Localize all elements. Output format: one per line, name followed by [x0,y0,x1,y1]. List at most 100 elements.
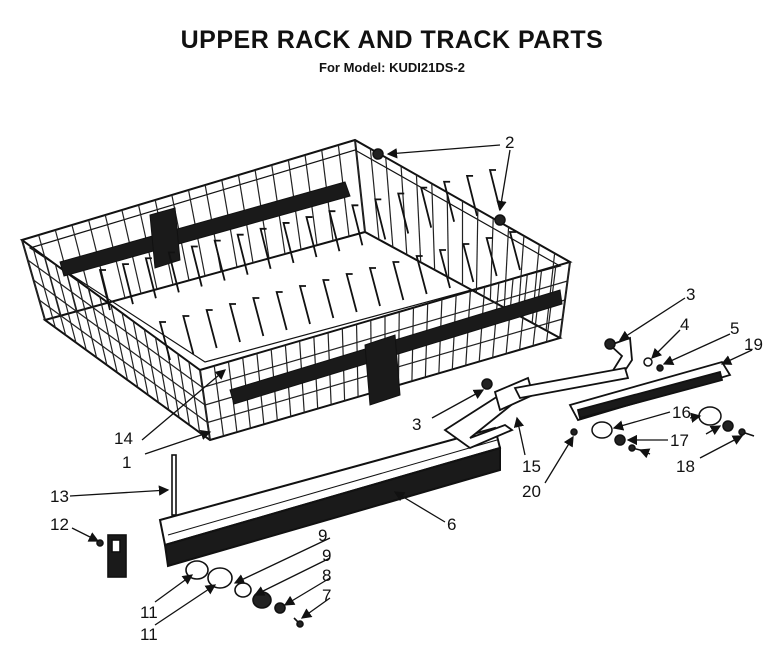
roller-part-17b [698,406,722,426]
washer-part-4 [643,357,653,367]
rack-tine [144,257,157,299]
rack-tine [121,263,134,305]
rack-wire [446,192,450,278]
rack-wire [415,174,422,263]
rack-wire [503,227,510,308]
washer-part-18b [722,420,734,432]
rack-tine [275,291,288,331]
rack-wire [475,209,479,293]
rack-tine [158,321,171,361]
rack-tine [305,216,318,258]
callout-14: 13 [50,487,69,506]
nut-part-3a [604,338,616,350]
rack-wire [33,279,206,406]
roller-part-17a [591,421,613,439]
rack-tine [368,267,381,307]
model-subtitle: For Model: KUDI21DS-2 [319,60,465,75]
callout-1: 1 [122,453,131,472]
screw-part-19a [628,444,649,453]
rack-tine [252,297,265,337]
rack-wire [431,183,436,270]
rack-wire [38,234,62,316]
callout-21: 20 [522,482,541,501]
rack-tine [508,231,521,271]
rack-wire [385,157,394,248]
end-cap-part-13 [96,534,127,578]
callout-3-lower: 3 [412,415,421,434]
washer-part-8 [274,602,286,614]
rack-tine [392,261,405,301]
ring-part-10 [234,582,252,598]
rack-wire [354,139,366,233]
hardware-parts [372,148,755,453]
rack-tine [205,309,218,349]
callout-18: 17 [670,431,689,450]
callout-2: 2 [505,133,514,152]
rack-wire [400,166,408,255]
callout-9: 9 [322,546,331,565]
rack-tine [397,192,410,234]
callout-19: 18 [676,457,695,476]
callout-3-upper: 3 [686,285,695,304]
rack-tine [488,169,501,211]
diagram-title: UPPER RACK AND TRACK PARTS [180,26,604,54]
rack-tine [465,174,478,217]
rack-tine [420,186,433,228]
callout-20: 19 [744,335,763,354]
rack-tine [415,255,428,295]
rack-tine [190,245,203,287]
track-rail [158,426,502,568]
wheel-part-11 [207,567,233,589]
leader-lines [69,144,753,626]
screw-part-7 [293,617,304,628]
nut-part-2b [494,214,506,226]
callout-5: 5 [730,319,739,338]
rack-tine [236,233,249,275]
rack-tine [374,198,387,240]
rack-tine [167,251,180,293]
callout-4: 4 [680,315,689,334]
track-bracket-assembly [443,336,732,450]
rack-tine [259,227,272,270]
rack-tine [442,180,455,222]
rack-tine [462,243,475,283]
rack-tine [485,237,498,277]
rack-wire [38,299,208,423]
callout-13: 12 [50,515,69,534]
callout-11: 11 [140,625,158,644]
rack-tine [213,239,226,281]
rack-tine [298,285,311,325]
callout-10: 9 [318,526,327,545]
rack-wire [559,261,571,339]
nut-part-3b [481,378,493,390]
rack-tine [328,210,341,252]
screw-part-19b [738,428,755,437]
pin-part-14 [171,454,177,516]
rack-tine [282,222,295,264]
rack-tine [345,273,358,313]
rack-tine [228,303,241,343]
washer-part-18a [614,434,626,446]
screw-part-5 [656,364,664,372]
rack-wire [369,148,380,240]
rack-tine-rails [59,181,563,406]
rack-wire [545,253,556,331]
rack-tine [438,249,451,289]
callout-16: 15 [522,457,541,476]
screw-part-21 [570,428,578,436]
rack-tine [322,279,335,319]
callout-8: 8 [322,566,331,585]
rack-tines [98,169,521,361]
rack-wire [27,259,203,388]
rack-tine [182,315,195,355]
callout-6: 6 [447,515,456,534]
rack-tine [98,269,111,311]
rack-wire [21,239,46,321]
rack-wire [202,280,568,389]
callout-numbers: 2 3 4 5 19 3 16 17 18 15 20 6 14 1 13 12… [50,133,763,644]
callout-17: 16 [672,403,691,422]
callout-12: 11 [140,603,158,622]
nut-part-2a [372,148,384,160]
rack-tine [351,204,364,246]
